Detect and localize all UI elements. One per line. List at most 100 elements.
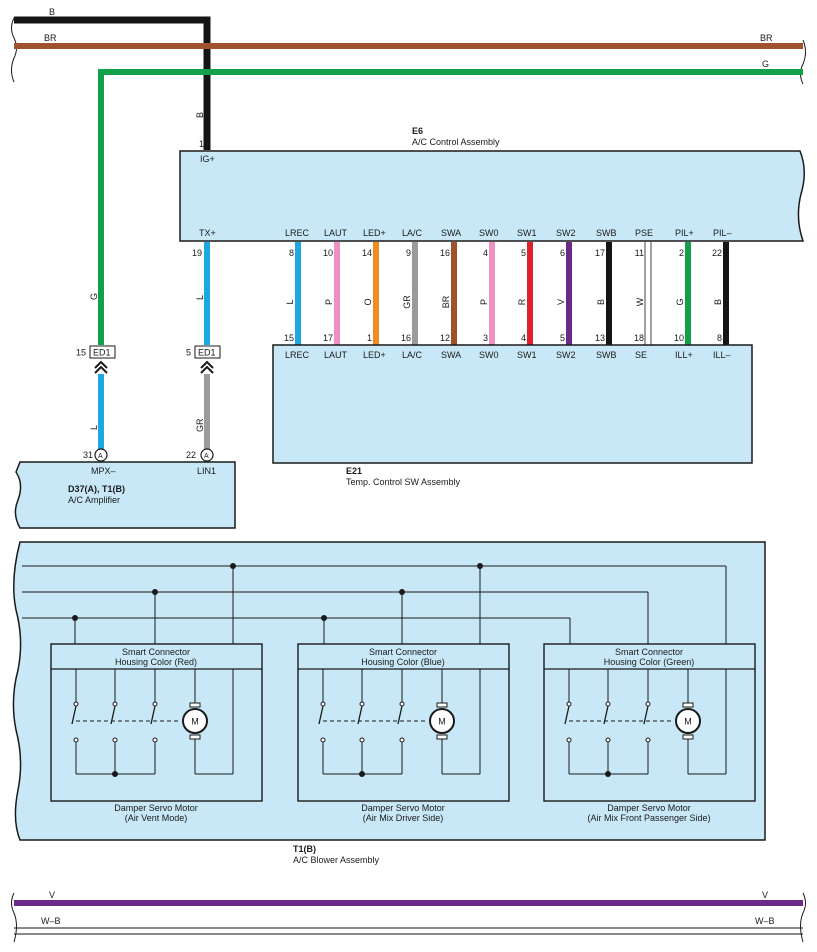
wire-label-tx-upper: L bbox=[195, 295, 205, 300]
e6-pin-label: LREC bbox=[285, 228, 310, 238]
amp-mpx-label: MPX– bbox=[91, 466, 116, 476]
switch-contact bbox=[399, 701, 405, 707]
ed1-connector-right: ED1 5 GR bbox=[186, 345, 221, 449]
ed1-right-chevron-icon bbox=[200, 360, 214, 374]
motor-function: (Air Mix Driver Side) bbox=[363, 813, 444, 823]
e6-pin-number: 5 bbox=[521, 248, 526, 258]
motor-brush bbox=[436, 702, 448, 708]
e21-pin-label: SW0 bbox=[479, 350, 499, 360]
motor-symbol-label: M bbox=[438, 717, 446, 727]
wire-label-wb-right: W–B bbox=[755, 916, 775, 926]
wire-color-label: G bbox=[675, 298, 685, 305]
wire-b bbox=[14, 16, 211, 150]
motor-name: Damper Servo Motor bbox=[607, 803, 691, 813]
wire-label-mpx: L bbox=[89, 425, 99, 430]
e6-control-assembly: E6 A/C Control Assembly 1 IG+ TX+ 19 bbox=[179, 126, 805, 258]
e6-igplus-label: IG+ bbox=[200, 154, 215, 164]
ed1-right-name: ED1 bbox=[198, 348, 216, 358]
wire-color-label: P bbox=[324, 299, 334, 305]
motor-brush bbox=[682, 702, 694, 708]
ed1-left-pin: 15 bbox=[76, 348, 86, 358]
wire-color-label: P bbox=[479, 299, 489, 305]
bottom-break-right bbox=[800, 892, 806, 943]
switch-contact bbox=[152, 737, 158, 743]
junction-dot bbox=[230, 563, 236, 569]
amp-connector-a-right-letter: A bbox=[204, 453, 209, 460]
junction-dot bbox=[112, 771, 118, 777]
switch-contact bbox=[359, 737, 365, 743]
amp-connector-a-left-letter: A bbox=[98, 453, 103, 460]
switch-blade bbox=[71, 705, 77, 725]
e6-pin-label: PSE bbox=[635, 228, 653, 238]
wire-color-label: BR bbox=[441, 295, 451, 308]
e6-pin-number: 4 bbox=[483, 248, 488, 258]
switch-contact bbox=[605, 701, 611, 707]
e6-tx-label: TX+ bbox=[199, 228, 216, 238]
e21-pin-number: 5 bbox=[560, 333, 565, 343]
motor-name: Damper Servo Motor bbox=[114, 803, 198, 813]
wire-label-g-upper: G bbox=[89, 293, 99, 300]
e6-pin-number: 9 bbox=[406, 248, 411, 258]
e6-pin-label: LAUT bbox=[324, 228, 348, 238]
motor-brush bbox=[682, 734, 694, 740]
wire-break-right bbox=[800, 39, 806, 85]
amp-code: D37(A), T1(B) bbox=[68, 484, 125, 494]
wire-label-br-right: BR bbox=[760, 33, 773, 43]
e6-name: A/C Control Assembly bbox=[412, 137, 500, 147]
switch-contact bbox=[399, 737, 405, 743]
motor-brush bbox=[189, 702, 201, 708]
ed1-right-pin: 5 bbox=[186, 348, 191, 358]
motor-icon bbox=[675, 708, 701, 734]
wire-label-b-vertical: B bbox=[195, 112, 205, 118]
wire-color-label: B bbox=[713, 299, 723, 305]
junction-dot bbox=[605, 771, 611, 777]
motor-housing bbox=[50, 643, 263, 802]
top-wire-bus: B BR BR G B bbox=[11, 7, 806, 345]
connector-housing-color: Housing Color (Red) bbox=[115, 657, 197, 667]
switch-contact bbox=[320, 701, 326, 707]
e21-pin-number: 3 bbox=[483, 333, 488, 343]
ed1-left-box bbox=[89, 345, 116, 359]
switch-blade bbox=[150, 705, 156, 725]
t1-code: T1(B) bbox=[293, 844, 316, 854]
amp-mpx-pin: 31 bbox=[83, 450, 93, 460]
connector-label: Smart Connector bbox=[369, 647, 437, 657]
e21-pin-number: 12 bbox=[440, 333, 450, 343]
e21-pin-label: ILL– bbox=[713, 350, 731, 360]
wire-color-label: L bbox=[285, 299, 295, 304]
e6-pin-label: SWB bbox=[596, 228, 617, 238]
e6-pin-label: LED+ bbox=[363, 228, 386, 238]
e6-e21-harness bbox=[295, 242, 729, 345]
motor-function: (Air Mix Front Passenger Side) bbox=[587, 813, 710, 823]
e6-box bbox=[179, 150, 805, 242]
e6-pin-number: 10 bbox=[323, 248, 333, 258]
e21-pin-number: 18 bbox=[634, 333, 644, 343]
wire-label-v-right: V bbox=[762, 890, 768, 900]
blower-box bbox=[12, 541, 766, 841]
e21-pin-label: LAUT bbox=[324, 350, 348, 360]
e6-tx-pin: 19 bbox=[192, 248, 202, 258]
e21-pin-number: 4 bbox=[521, 333, 526, 343]
connector-housing-color: Housing Color (Green) bbox=[604, 657, 695, 667]
junction-dot bbox=[359, 771, 365, 777]
wire-color-label: GR bbox=[402, 295, 412, 309]
ac-amplifier: A A 31 22 MPX– LIN1 D37(A), T1(B) A/C Am… bbox=[14, 448, 236, 529]
wire-label-g-right: G bbox=[762, 59, 769, 69]
e6-pin-label: SWA bbox=[441, 228, 461, 238]
e21-pin-label: SW1 bbox=[517, 350, 537, 360]
e6-pin-number: 14 bbox=[362, 248, 372, 258]
amplifier-box bbox=[14, 461, 236, 529]
e21-pin-label: LED+ bbox=[363, 350, 386, 360]
e21-pin-label: SWB bbox=[596, 350, 617, 360]
wire-break-left bbox=[11, 17, 17, 83]
junction-dot bbox=[152, 589, 158, 595]
e21-pin-label: SW2 bbox=[556, 350, 576, 360]
junction-dot bbox=[399, 589, 405, 595]
switch-contact bbox=[73, 737, 79, 743]
switch-blade bbox=[564, 705, 570, 725]
e6-code: E6 bbox=[412, 126, 423, 136]
e21-pin-label: LA/C bbox=[402, 350, 423, 360]
